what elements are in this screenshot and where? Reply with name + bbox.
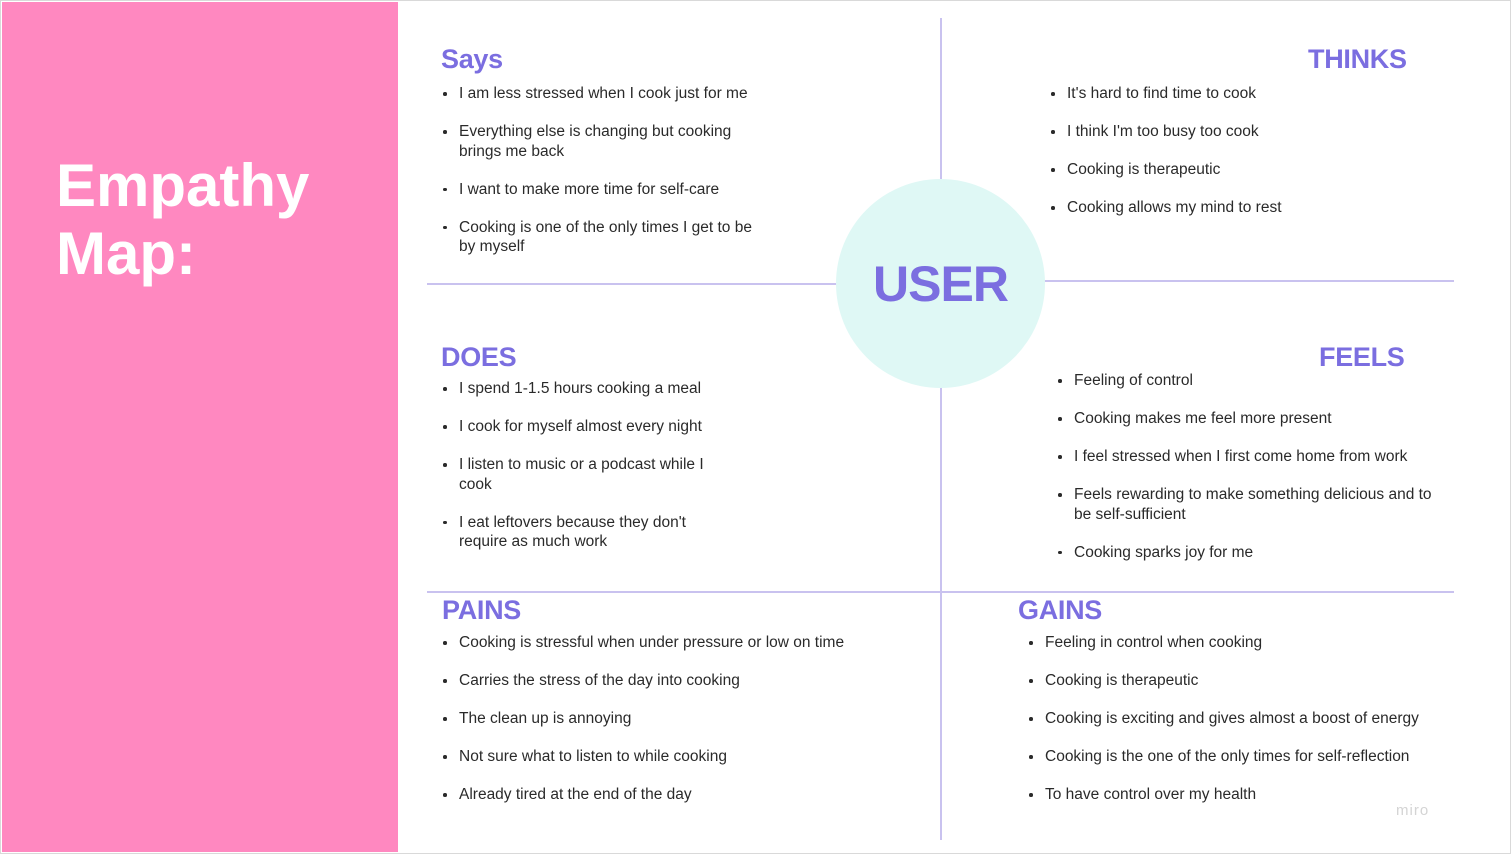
- list-item: Not sure what to listen to while cooking: [441, 747, 911, 767]
- list-item: Feels rewarding to make something delici…: [1056, 485, 1446, 524]
- list-item: Cooking allows my mind to rest: [1049, 198, 1409, 218]
- thinks-heading: THINKS: [1308, 44, 1407, 74]
- gains-heading: GAINS: [1018, 595, 1103, 625]
- says-list: I am less stressed when I cook just for …: [441, 84, 761, 275]
- list-item: Cooking is therapeutic: [1049, 160, 1409, 180]
- user-circle: USER: [836, 179, 1045, 388]
- feels-heading: FEELS: [1319, 342, 1405, 372]
- list-item: I think I'm too busy too cook: [1049, 122, 1409, 142]
- user-label: USER: [873, 255, 1009, 312]
- page-title: Empathy Map:: [56, 152, 310, 287]
- title-panel: Empathy Map:: [2, 2, 398, 852]
- upper-right-divider: [1043, 280, 1454, 282]
- list-item: I feel stressed when I first come home f…: [1056, 447, 1446, 467]
- list-item: Cooking is therapeutic: [1027, 671, 1457, 691]
- list-item: To have control over my health: [1027, 785, 1457, 805]
- list-item: The clean up is annoying: [441, 709, 911, 729]
- list-item: Everything else is changing but cooking …: [441, 122, 761, 161]
- does-heading: DOES: [441, 342, 517, 372]
- thinks-list: It's hard to find time to cook I think I…: [1049, 84, 1409, 236]
- pains-list: Cooking is stressful when under pressure…: [441, 633, 911, 823]
- list-item: Cooking is the one of the only times for…: [1027, 747, 1457, 767]
- list-item: I want to make more time for self-care: [441, 180, 761, 200]
- vertical-divider: [940, 18, 942, 840]
- pains-heading: PAINS: [442, 595, 522, 625]
- says-heading: Says: [441, 44, 503, 74]
- list-item: I spend 1-1.5 hours cooking a meal: [441, 379, 721, 399]
- list-item: I am less stressed when I cook just for …: [441, 84, 761, 104]
- does-list: I spend 1-1.5 hours cooking a meal I coo…: [441, 379, 721, 570]
- list-item: Cooking makes me feel more present: [1056, 409, 1446, 429]
- list-item: Cooking sparks joy for me: [1056, 543, 1446, 563]
- miro-watermark: miro: [1396, 802, 1430, 819]
- list-item: Feeling of control: [1056, 371, 1446, 391]
- lower-divider: [427, 591, 1454, 593]
- list-item: Cooking is stressful when under pressure…: [441, 633, 911, 653]
- list-item: Feeling in control when cooking: [1027, 633, 1457, 653]
- list-item: Already tired at the end of the day: [441, 785, 911, 805]
- feels-list: Feeling of control Cooking makes me feel…: [1056, 371, 1446, 581]
- list-item: I listen to music or a podcast while I c…: [441, 455, 721, 494]
- list-item: Cooking is one of the only times I get t…: [441, 218, 761, 257]
- list-item: Carries the stress of the day into cooki…: [441, 671, 911, 691]
- gains-list: Feeling in control when cooking Cooking …: [1027, 633, 1457, 823]
- upper-left-divider: [427, 283, 839, 285]
- list-item: I eat leftovers because they don't requi…: [441, 513, 721, 552]
- list-item: Cooking is exciting and gives almost a b…: [1027, 709, 1457, 729]
- list-item: It's hard to find time to cook: [1049, 84, 1409, 104]
- list-item: I cook for myself almost every night: [441, 417, 721, 437]
